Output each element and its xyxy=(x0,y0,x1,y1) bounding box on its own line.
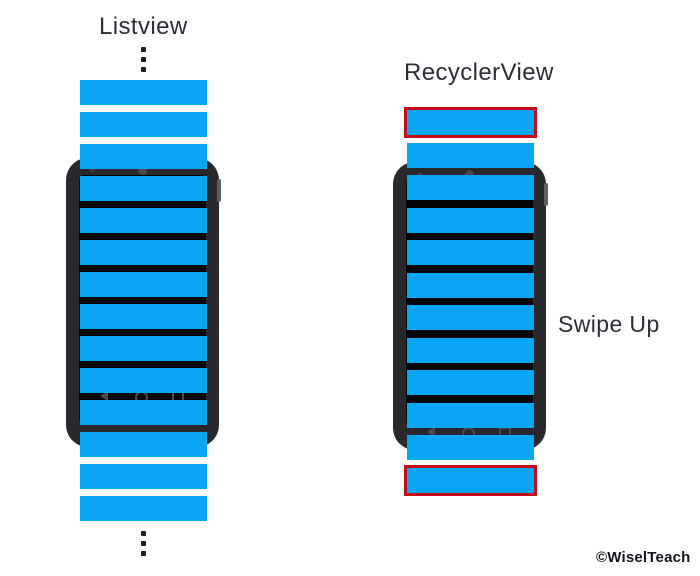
listview-item-bar xyxy=(80,464,207,489)
recents-icon xyxy=(172,391,184,403)
recents-icon xyxy=(499,427,511,439)
watermark: ©WiselTeach xyxy=(596,549,691,566)
listview-ellipsis-dot xyxy=(141,541,146,546)
phone-screen xyxy=(406,179,533,426)
recyclerview-title: RecyclerView xyxy=(404,59,554,86)
phone-frame-listview xyxy=(66,158,221,447)
recyclerview-item-bar-recycled xyxy=(404,107,537,138)
listview-item-bar xyxy=(80,80,207,105)
listview-ellipsis-dot xyxy=(141,531,146,536)
listview-title: Listview xyxy=(99,13,188,40)
sensor-icon xyxy=(90,168,95,173)
back-icon xyxy=(427,427,435,437)
back-icon xyxy=(100,391,108,401)
home-icon xyxy=(135,391,148,404)
listview-item-bar xyxy=(80,112,207,137)
listview-item-bar xyxy=(80,496,207,521)
camera-icon xyxy=(465,170,474,179)
swipe-up-label: Swipe Up xyxy=(558,311,660,337)
phone-frame-recyclerview xyxy=(393,162,548,450)
camera-icon xyxy=(138,166,147,175)
volume-button xyxy=(544,183,548,206)
home-icon xyxy=(462,427,475,440)
volume-button xyxy=(217,179,221,202)
listview-ellipsis-dot xyxy=(141,67,146,72)
sensor-icon xyxy=(417,172,422,177)
phone-screen xyxy=(79,175,206,423)
listview-ellipsis-dot xyxy=(141,47,146,52)
listview-ellipsis-dot xyxy=(141,57,146,62)
listview-ellipsis-dot xyxy=(141,551,146,556)
recyclerview-item-bar-recycled xyxy=(404,464,537,496)
